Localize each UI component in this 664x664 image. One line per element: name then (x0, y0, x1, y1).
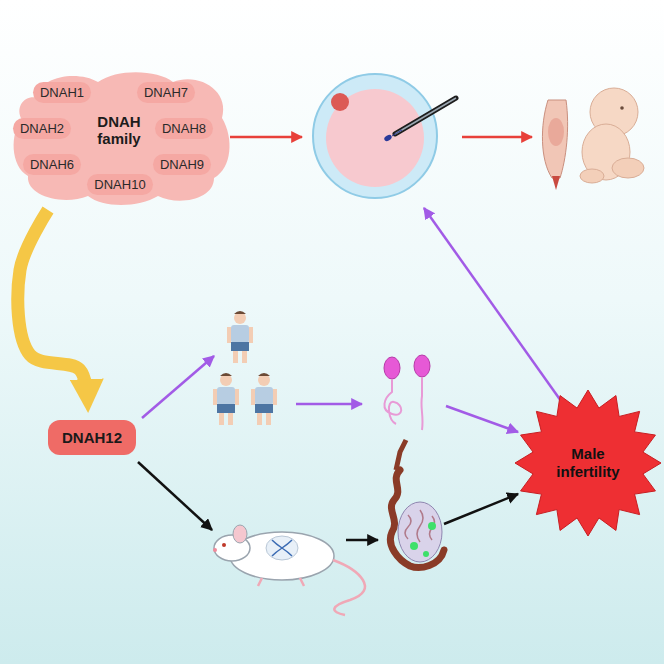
flow-arrow (230, 136, 302, 139)
node-label: DNAH10 (94, 177, 145, 192)
flow-arrow (424, 208, 566, 408)
curved-arrow (18, 210, 88, 400)
node-label: Male infertility (546, 445, 630, 481)
flow-arrow (142, 356, 214, 418)
patients-illustration (213, 311, 277, 425)
gene-pill: DNAH8 (155, 118, 213, 139)
gene-pill: DNAH1 (33, 82, 91, 103)
outcome-burst: Male infertility (514, 389, 662, 537)
gene-box: DNAH12 (48, 420, 136, 455)
gene-pill: DNAH2 (13, 118, 71, 139)
node-label: DNAH6 (30, 157, 74, 172)
flow-arrow (444, 494, 518, 524)
testis-illustration (390, 440, 444, 567)
fetus-illustration (542, 88, 644, 190)
flow-arrow (138, 462, 212, 530)
node-label: DNAH2 (20, 121, 64, 136)
node-label: DNAH8 (162, 121, 206, 136)
gene-pill: DNAH10 (87, 174, 152, 195)
sperm-illustration (384, 355, 430, 430)
flow-arrow (462, 136, 532, 139)
gene-pill: DNAH7 (137, 82, 195, 103)
node-label: DNAH9 (160, 157, 204, 172)
gene-pill: DNAH6 (23, 154, 81, 175)
node-label: DNAH1 (40, 85, 84, 100)
family-title: DNAH family (90, 113, 148, 147)
mouse-illustration (213, 525, 365, 615)
gene-pill: DNAH9 (153, 154, 211, 175)
icsi-egg (313, 74, 456, 198)
flow-arrow (296, 403, 362, 406)
flow-arrow (446, 406, 518, 432)
gene-family-cloud: DNAH familyDNAH1DNAH7DNAH2DNAH8DNAH6DNAH… (8, 68, 234, 208)
node-label: DNAH12 (62, 429, 122, 446)
flow-arrow (346, 539, 378, 542)
node-label: DNAH7 (144, 85, 188, 100)
